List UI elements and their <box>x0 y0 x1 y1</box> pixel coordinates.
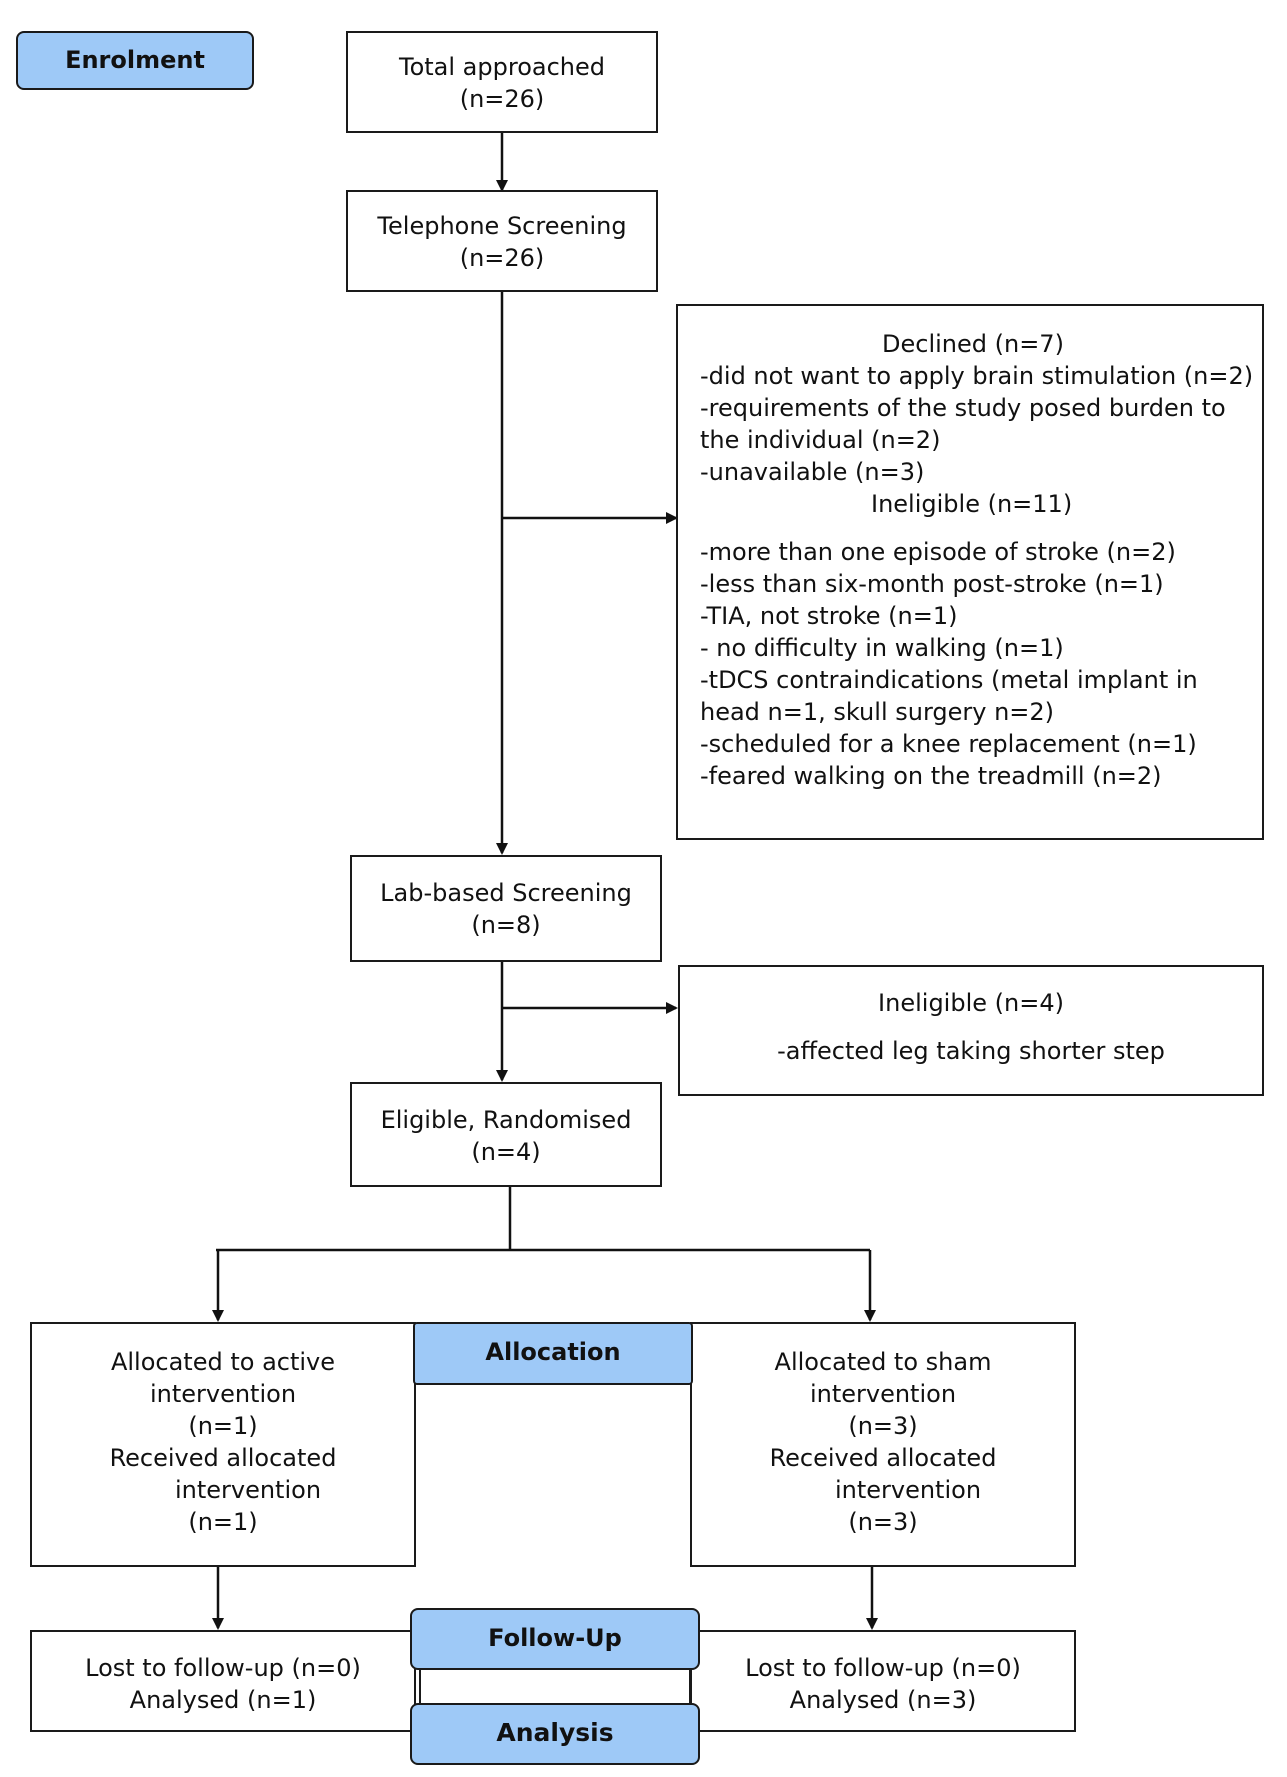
lab-screening-count: (n=8) <box>471 911 541 939</box>
randomised-count: (n=4) <box>471 1138 541 1166</box>
active-followup-lost: Lost to follow-up (n=0) <box>85 1654 361 1682</box>
sham-arm-line: Allocated to sham <box>774 1348 992 1376</box>
sham-arm-line: intervention <box>809 1380 957 1408</box>
sham-followup-analysed: Analysed (n=3) <box>789 1686 977 1714</box>
ineligible-item: -TIA, not stroke (n=1) <box>700 602 958 630</box>
stage-label-enrolment: Enrolment <box>16 31 254 90</box>
total-approached-label: Total approached <box>399 53 605 81</box>
declined-item: -requirements of the study posed burden … <box>700 394 1226 422</box>
randomised-box: Eligible, Randomised (n=4) <box>350 1082 662 1187</box>
telephone-screening-label: Telephone Screening <box>377 212 627 240</box>
ineligible-item: -tDCS contraindications (metal implant i… <box>700 666 1198 694</box>
declined-item: -unavailable (n=3) <box>700 458 925 486</box>
ineligible-item: -more than one episode of stroke (n=2) <box>700 538 1176 566</box>
ineligible-item: - no difficulty in walking (n=1) <box>700 634 1064 662</box>
sham-arm-line: (n=3) <box>848 1412 918 1440</box>
total-approached-count: (n=26) <box>459 85 545 113</box>
total-approached-box: Total approached (n=26) <box>346 31 658 133</box>
stage-label-allocation: Allocation <box>413 1322 693 1385</box>
ineligible-title: Ineligible (n=11) <box>871 490 1073 518</box>
ineligible-lab-reason: -affected leg taking shorter step <box>777 1037 1165 1065</box>
active-arm-box: Allocated to active intervention (n=1) R… <box>30 1322 416 1567</box>
sham-arm-box: Allocated to sham intervention (n=3) Rec… <box>690 1322 1076 1567</box>
stage-label-follow-up: Follow-Up <box>410 1608 700 1670</box>
randomised-label: Eligible, Randomised <box>380 1106 632 1134</box>
ineligible-item: -feared walking on the treadmill (n=2) <box>700 762 1162 790</box>
active-arm-line: (n=1) <box>188 1412 258 1440</box>
active-arm-line: intervention <box>174 1476 322 1504</box>
ineligible-item: -less than six-month post-stroke (n=1) <box>700 570 1164 598</box>
lab-screening-label: Lab-based Screening <box>380 879 632 907</box>
active-arm-line: Received allocated <box>109 1444 337 1472</box>
declined-title: Declined (n=7) <box>882 330 1064 358</box>
declined-item: the individual (n=2) <box>700 426 941 454</box>
active-followup-box: Lost to follow-up (n=0) Analysed (n=1) <box>30 1630 416 1732</box>
lab-screening-box: Lab-based Screening (n=8) <box>350 855 662 962</box>
sham-arm-line: Received allocated <box>769 1444 997 1472</box>
active-arm-line: intervention <box>149 1380 297 1408</box>
declined-item: -did not want to apply brain stimulation… <box>700 362 1254 390</box>
ineligible-item: -scheduled for a knee replacement (n=1) <box>700 730 1197 758</box>
sham-followup-lost: Lost to follow-up (n=0) <box>745 1654 1021 1682</box>
active-followup-analysed: Analysed (n=1) <box>129 1686 317 1714</box>
sham-arm-line: (n=3) <box>848 1508 918 1536</box>
active-arm-line: Allocated to active <box>110 1348 336 1376</box>
sham-followup-box: Lost to follow-up (n=0) Analysed (n=3) <box>690 1630 1076 1732</box>
exclusions-box-1: Declined (n=7) -did not want to apply br… <box>676 304 1264 840</box>
sham-arm-line: intervention <box>834 1476 982 1504</box>
ineligible-item: head n=1, skull surgery n=2) <box>700 698 1055 726</box>
stage-label-analysis: Analysis <box>410 1703 700 1765</box>
ineligible-lab-title: Ineligible (n=4) <box>878 989 1064 1017</box>
exclusions-box-2: Ineligible (n=4) -affected leg taking sh… <box>678 965 1264 1096</box>
telephone-screening-count: (n=26) <box>459 244 545 272</box>
telephone-screening-box: Telephone Screening (n=26) <box>346 190 658 292</box>
active-arm-line: (n=1) <box>188 1508 258 1536</box>
